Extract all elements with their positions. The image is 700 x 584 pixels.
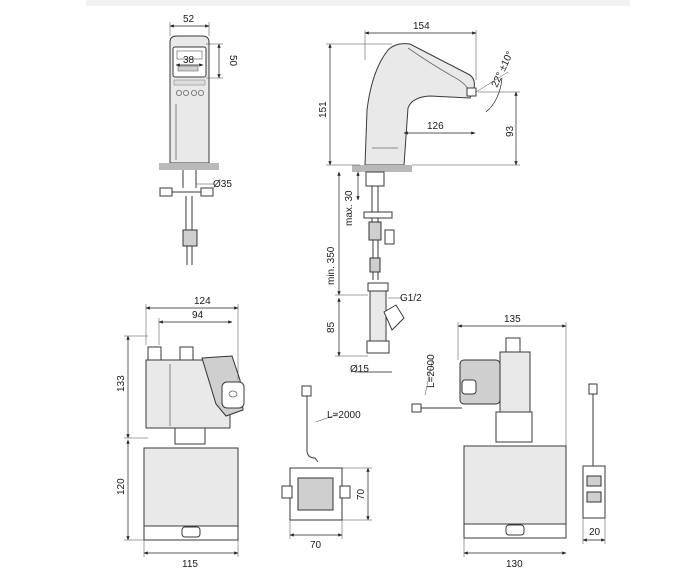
shank-side (365, 171, 385, 187)
valve-top-nut (367, 282, 389, 292)
pu-tab-left (281, 485, 293, 499)
dim-display-height: 50 (227, 55, 238, 67)
battery-box: L=2000 135 130 20 (411, 314, 606, 570)
button-1-icon (175, 90, 182, 97)
control-box: 124 94 133 120 115 (116, 296, 245, 570)
dim-bb-width-top: 135 (504, 314, 521, 325)
dim-cb-height-bottom: 120 (116, 478, 127, 495)
valve-bottom-nut (366, 340, 390, 354)
front-hose (185, 196, 193, 232)
dim-pu-cable-length: L=2000 (327, 410, 361, 421)
front-view: 52 38 50 Ø35 (159, 14, 238, 265)
dim-side-length: 154 (413, 21, 430, 32)
faucet-body-side (364, 43, 475, 166)
dim-display-width: 38 (183, 55, 195, 66)
dim-spout-height: 93 (505, 125, 516, 137)
bb-connector-slot-1 (586, 475, 602, 487)
bb-plug (411, 403, 422, 413)
dim-cb-width-total: 124 (194, 296, 211, 307)
side-connector (368, 221, 382, 241)
dim-pu-height: 70 (356, 488, 367, 500)
side-valve-small (369, 257, 381, 273)
cb-solenoid-top-left (147, 346, 162, 361)
dim-reach: 126 (427, 121, 444, 132)
countertop (159, 163, 219, 170)
side-connector-2 (384, 229, 395, 245)
sensor-strip (173, 79, 206, 86)
front-connector (182, 229, 198, 247)
display-window (176, 50, 203, 60)
bb-lower-fitting (495, 411, 533, 443)
countertop-side (352, 165, 412, 172)
bb-connector-slot-2 (586, 491, 602, 503)
bb-connector-plug (588, 383, 598, 395)
pu-box-front (297, 477, 334, 511)
button-4-icon (197, 90, 204, 97)
dim-cb-height-top: 133 (116, 375, 127, 392)
button-2-icon (182, 90, 189, 97)
top-border-band (86, 0, 630, 6)
cb-battery-latch (181, 526, 201, 538)
dim-connector-width: 20 (589, 527, 601, 538)
bb-battery-latch (505, 524, 525, 536)
bb-side-port (461, 379, 477, 395)
power-unit: L=2000 70 70 (281, 385, 372, 551)
clamp-left (159, 187, 173, 197)
dim-thread: G1/2 (400, 293, 422, 304)
dim-hose-diameter: Ø15 (350, 364, 369, 375)
valve-body (369, 290, 387, 342)
dim-max-thickness: max. 30 (344, 190, 355, 226)
pu-plug (301, 385, 312, 397)
cb-coupling (174, 427, 206, 445)
aerator (466, 87, 477, 97)
pu-cable-leader (315, 413, 339, 423)
dim-spout-angle: 22° ±10° (490, 50, 516, 90)
dim-bb-width-bottom: 130 (506, 559, 523, 570)
mounting-shank (182, 170, 197, 188)
dim-shank-diameter: Ø35 (213, 179, 232, 190)
dim-cb-width-inner: 94 (192, 310, 204, 321)
clamp-right (200, 187, 214, 197)
side-view: G1/2 154 151 126 93 22° ±10° min. 350 ma… (318, 21, 520, 375)
dim-angle-ray (475, 71, 509, 93)
dim-side-height: 151 (318, 101, 329, 118)
status-bar (177, 65, 199, 72)
dim-min-depth: min. 350 (326, 246, 337, 285)
cb-port-hole (228, 390, 238, 398)
button-3-icon (190, 90, 197, 97)
dim-pu-width: 70 (310, 540, 322, 551)
cb-solenoid-top-right (179, 346, 194, 361)
dim-bb-cable-length: L=2000 (426, 354, 437, 388)
dim-angle-arc (485, 77, 503, 113)
bb-top-cap (505, 337, 521, 353)
dim-front-width: 52 (183, 14, 195, 25)
bb-valve-body (499, 351, 531, 413)
side-clamp (363, 211, 393, 219)
filter-housing (383, 304, 405, 331)
cb-side-port (221, 381, 245, 409)
bb-cable-leader (424, 357, 434, 396)
pu-cable (306, 396, 319, 463)
dim-valve-height: 85 (326, 321, 337, 333)
front-hose-lower (186, 246, 193, 265)
dim-cb-width-bottom: 115 (182, 559, 198, 570)
pu-tab-right (339, 485, 351, 499)
